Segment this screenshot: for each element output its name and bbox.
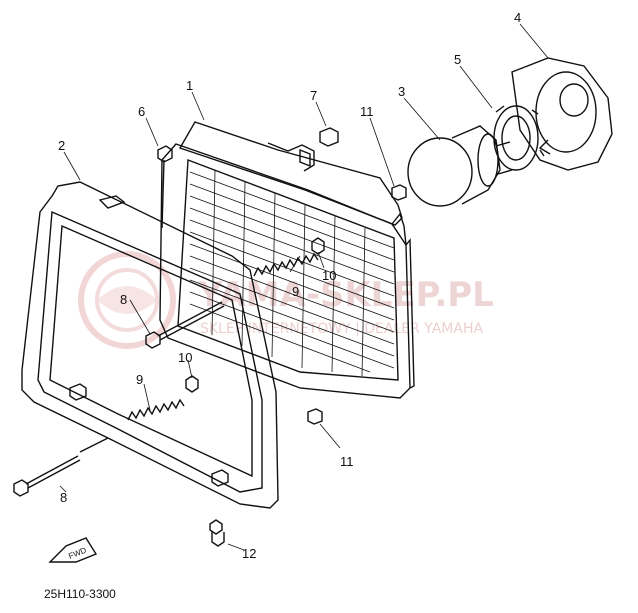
callout-3: 3 (398, 84, 405, 99)
clip-part-11-lower (307, 408, 323, 425)
callout-5: 5 (454, 52, 461, 67)
headlight-rim (21, 181, 279, 509)
callout-2: 2 (58, 138, 65, 153)
bulb (407, 125, 513, 207)
fwd-arrow: FWD (48, 537, 98, 563)
callout-6: 6 (138, 104, 145, 119)
callout-8-lower: 8 (60, 490, 67, 505)
callout-1: 1 (186, 78, 193, 93)
screw-part-8-lower (13, 455, 81, 497)
nut-part-10-lower (185, 375, 199, 393)
headlight-unit (159, 121, 415, 425)
watermark: YAMA-SKLEP.PL SKLEP INTERNETOWY | DEALER… (78, 251, 494, 349)
leader-lines (59, 23, 549, 551)
callout-10-upper: 10 (322, 268, 336, 283)
screw-part-6 (157, 145, 173, 229)
callout-12: 12 (242, 546, 256, 561)
screw-part-8-upper (145, 301, 225, 349)
callout-11-upper: 11 (360, 104, 374, 119)
callout-8-upper: 8 (120, 292, 127, 307)
dust-cover (511, 57, 613, 171)
screw-part-12 (209, 519, 225, 547)
callout-4: 4 (514, 10, 521, 25)
watermark-brand: YAMA-SKLEP.PL (197, 275, 494, 315)
callout-10-lower: 10 (178, 350, 192, 365)
callouts: 1 2 3 4 5 6 7 11 8 9 10 10 9 11 8 12 (58, 10, 521, 561)
spring-part-9-upper (253, 252, 319, 277)
clip-part-7 (319, 127, 339, 147)
callout-7: 7 (310, 88, 317, 103)
callout-11-lower: 11 (340, 454, 354, 469)
callout-9-upper: 9 (292, 284, 299, 299)
spring-part-9-lower (127, 398, 185, 421)
nut-part-10-upper (311, 237, 325, 255)
clip-part-11-upper (391, 184, 407, 201)
diagram-code: 25H110-3300 (44, 587, 116, 601)
callout-9-lower: 9 (136, 372, 143, 387)
